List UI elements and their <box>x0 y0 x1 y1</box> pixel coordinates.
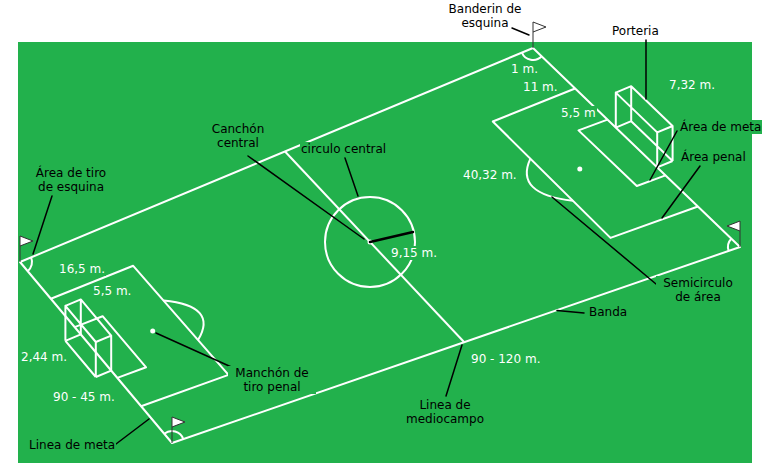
leader-line <box>512 28 529 35</box>
corner-arc <box>28 257 32 271</box>
corner-arc <box>728 239 731 251</box>
penalty-spot <box>150 329 155 334</box>
leader-line <box>248 156 364 239</box>
leader-line <box>156 333 238 370</box>
leader-line <box>552 197 656 284</box>
dimension-label: 9,15 m. <box>390 246 438 260</box>
dimension-label: 1 m. <box>510 62 539 76</box>
dimension-label: 40,32 m. <box>462 168 518 182</box>
corner-flags <box>20 22 740 443</box>
part-label: Banda <box>588 305 628 319</box>
dimension-label: 90 - 45 m. <box>52 390 116 404</box>
leader-line <box>645 40 647 99</box>
leader-line <box>446 345 462 396</box>
leader-line <box>650 131 677 180</box>
radius-line <box>370 232 413 242</box>
center-circle <box>325 197 415 287</box>
leader-line <box>662 166 700 218</box>
dimension-label: 11 m. <box>522 80 559 94</box>
leader-line <box>557 311 584 314</box>
field-lines <box>20 48 740 443</box>
corner-flag <box>20 236 33 262</box>
corner-flag <box>172 417 185 443</box>
grass <box>18 42 752 463</box>
leader-lines <box>33 28 700 444</box>
part-label: Banderin de esquina <box>440 2 530 30</box>
spots <box>150 167 582 334</box>
dimension-label: 5,5 m. <box>92 284 132 298</box>
penalty-arc <box>527 159 573 201</box>
part-label: Área de meta <box>679 120 762 134</box>
dimension-label: 5,5 m <box>560 106 597 120</box>
part-label: Manchón de tiro penal <box>228 366 316 394</box>
part-label: Linea de meta <box>28 438 116 452</box>
leader-line <box>33 196 52 254</box>
field-outline <box>20 48 740 443</box>
corner-flag <box>727 221 740 247</box>
corner-arc <box>522 53 542 60</box>
corner-arc <box>164 431 183 439</box>
halfway-line <box>285 152 464 343</box>
part-label: Linea de mediocampo <box>402 398 488 426</box>
part-label: circulo central <box>300 142 387 156</box>
leader-line <box>116 419 149 444</box>
penalty-spot <box>577 167 582 172</box>
dimension-label: 90 - 120 m. <box>470 352 541 366</box>
penalty-area <box>51 266 229 406</box>
part-label: Área penal <box>680 150 747 164</box>
penalty-arc <box>164 301 204 341</box>
dimension-label: 2,44 m. <box>20 350 68 364</box>
part-label: Semicirculo de área <box>656 276 740 304</box>
dimension-label: 7,32 m. <box>668 78 716 92</box>
goal-frame <box>65 299 111 377</box>
corner-flag <box>533 22 546 48</box>
leader-line <box>345 158 358 196</box>
part-label: Porteria <box>612 24 659 38</box>
part-label: Canchón central <box>205 122 271 150</box>
dimension-label: 16,5 m. <box>58 262 106 276</box>
part-label: Área de tiro de esquina <box>26 166 116 194</box>
